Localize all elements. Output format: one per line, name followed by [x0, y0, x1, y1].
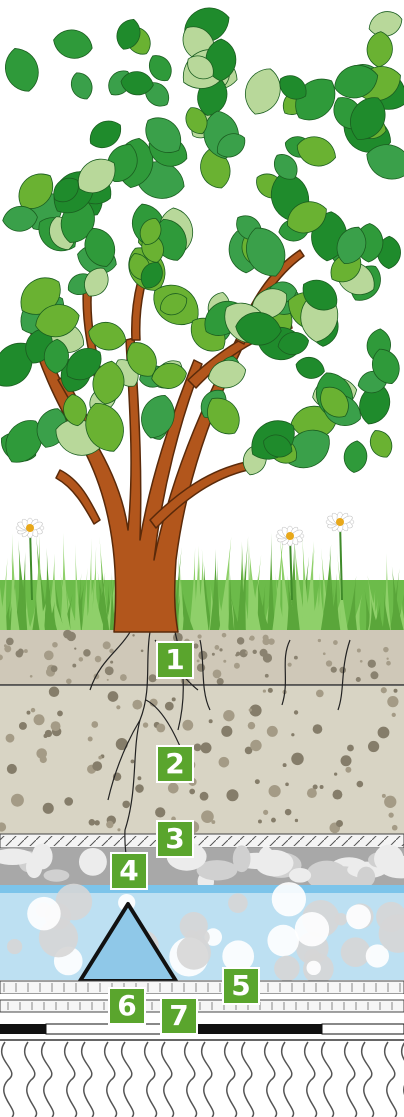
root-barrier-layer	[0, 1000, 404, 1012]
layer-label-7: 7	[160, 997, 198, 1035]
protection-mat-layer	[0, 981, 404, 994]
layer-label-6: 6	[108, 987, 146, 1025]
layer-label-4: 4	[110, 852, 148, 890]
layer-label-2: 2	[156, 745, 194, 783]
layer-label-1: 1	[156, 641, 194, 679]
insulation-layer	[0, 1041, 404, 1117]
layer-label-3: 3	[156, 820, 194, 858]
sealing-membrane-left	[0, 1024, 46, 1034]
sealing-membrane-right	[192, 1024, 322, 1034]
layer-label-5: 5	[222, 967, 260, 1005]
